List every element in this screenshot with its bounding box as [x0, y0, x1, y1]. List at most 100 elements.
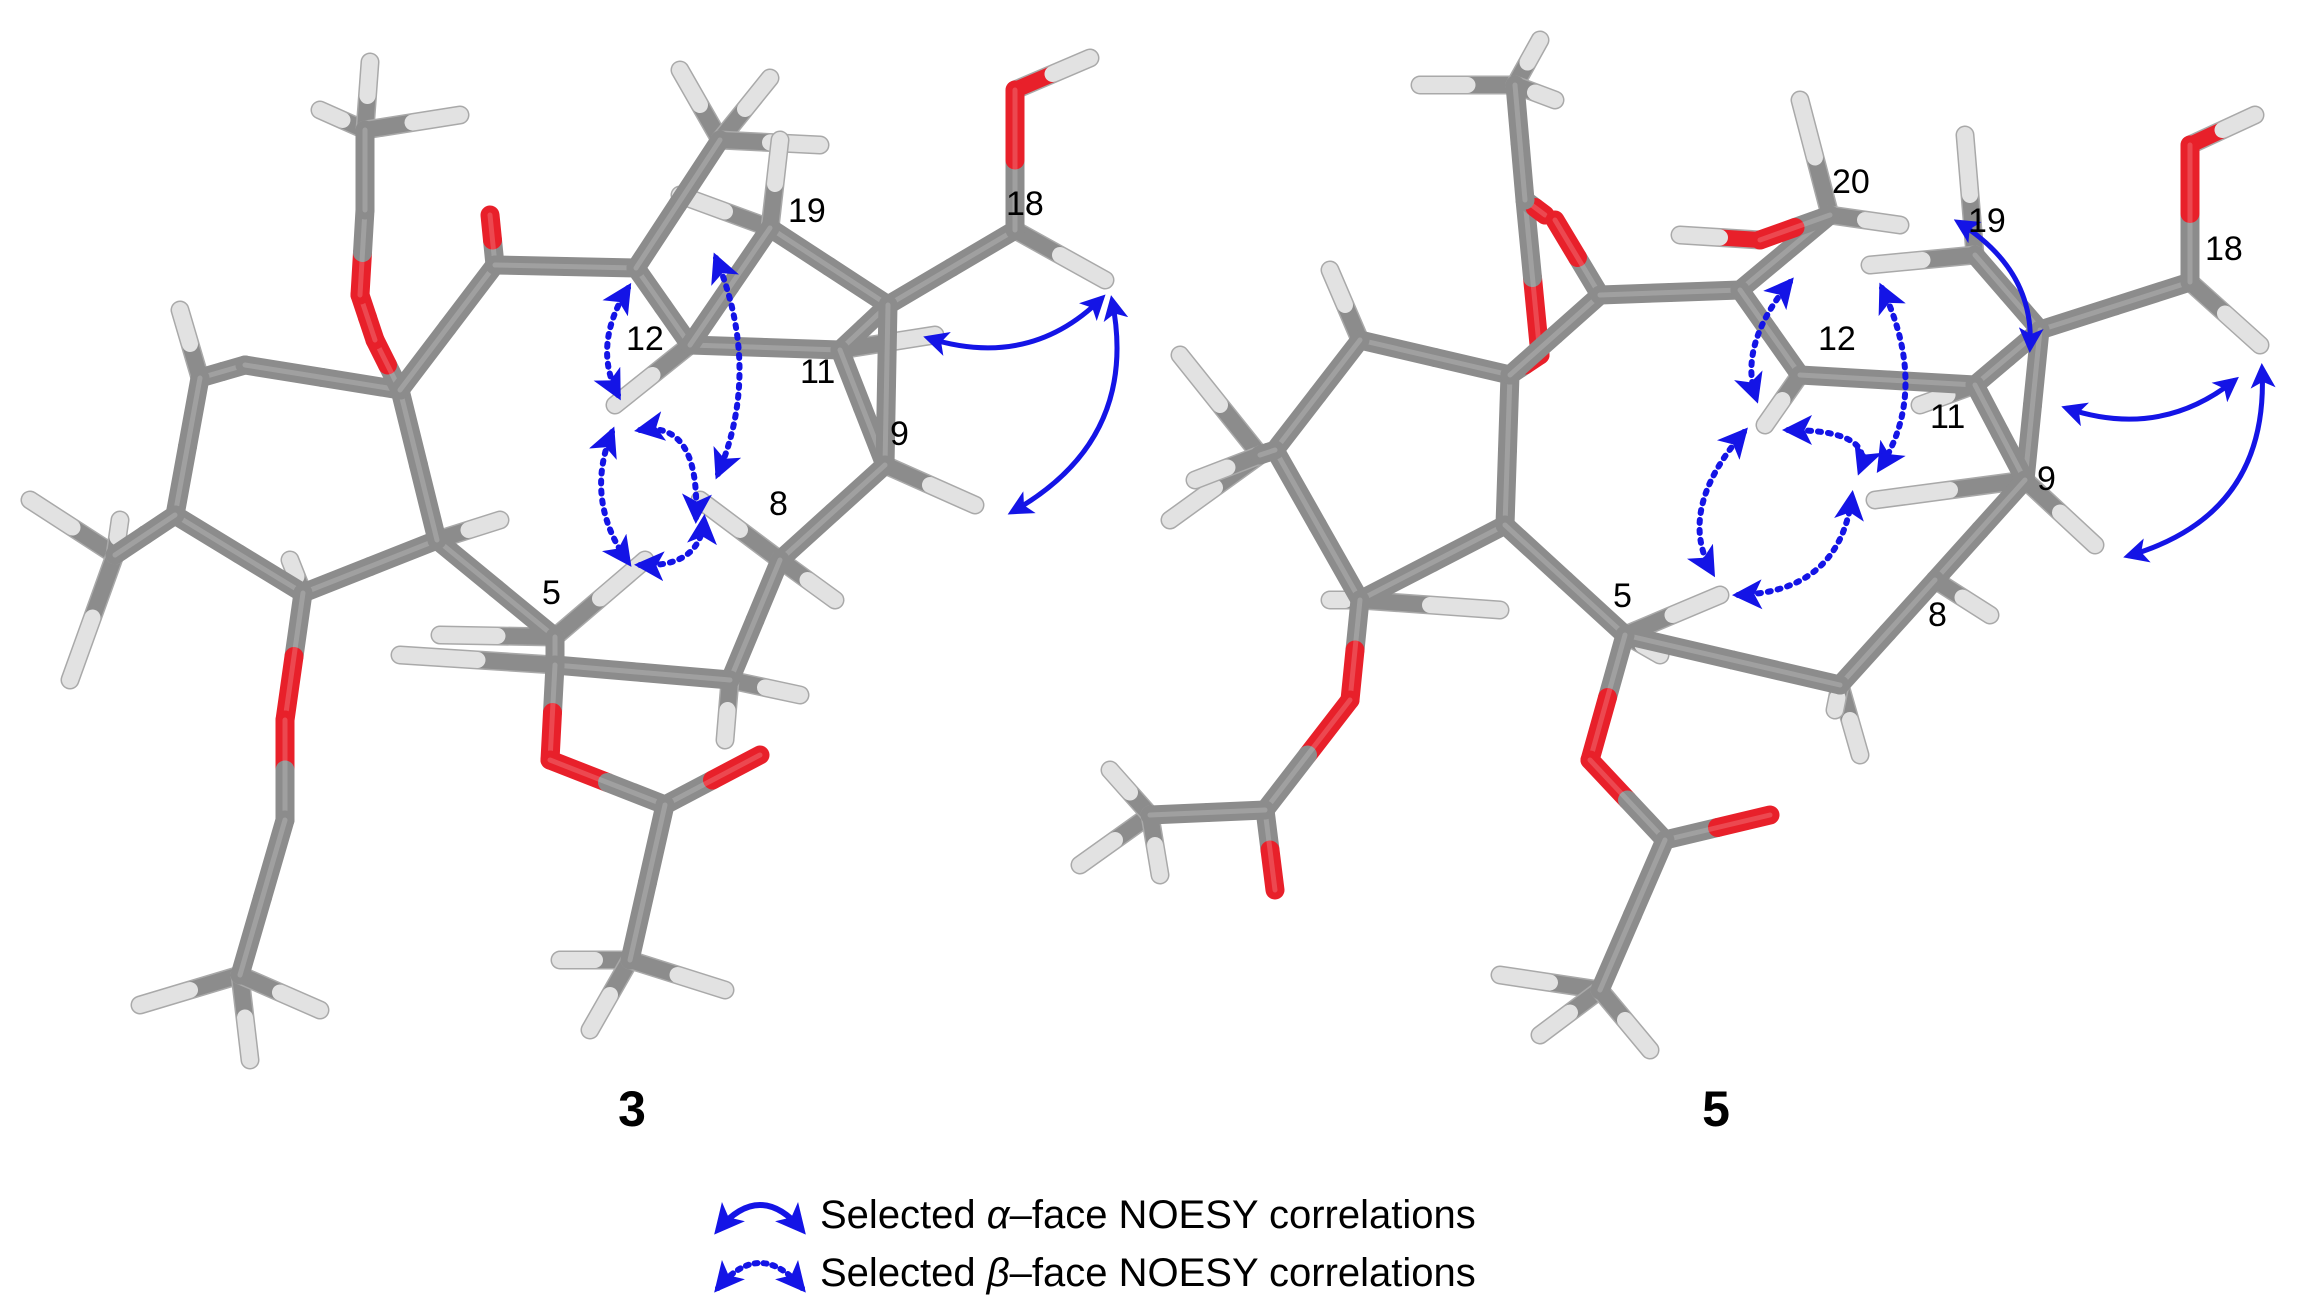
bond-half [1172, 347, 1228, 413]
atom-label: 19 [788, 192, 826, 230]
bond-half [1422, 597, 1508, 618]
bond-highlight [1262, 697, 1353, 813]
bond-half [2217, 305, 2268, 353]
molecule-5-atom-labels: 20 19 18 12 11 9 8 5 [1613, 163, 2243, 634]
bond-half [1842, 712, 1868, 763]
bond-half [1532, 1004, 1578, 1043]
bond-half [1500, 325, 1565, 385]
bond-half [1580, 688, 1617, 770]
legend-beta-text: Selected β–face NOESY correlations [820, 1251, 1476, 1295]
beta-noesy-arrow [711, 252, 743, 480]
bond-half [359, 54, 378, 104]
bond-half [626, 194, 688, 278]
atom-label: 5 [542, 574, 561, 612]
bond-half [1265, 385, 1327, 460]
bond-half [235, 355, 332, 387]
bond-half [1723, 650, 1850, 695]
compound-label-3: 3 [618, 1081, 646, 1137]
compound-label-5: 5 [1702, 1081, 1730, 1137]
bond-half [1350, 330, 1445, 367]
bond-half [404, 107, 468, 131]
bond-half [669, 967, 733, 998]
bond-half [1423, 515, 1515, 572]
atom-label: 18 [1006, 185, 1044, 223]
beta-noesy-arrow-icon [714, 1259, 806, 1293]
bond-half [1308, 515, 1370, 610]
beta-noesy-arrow [1686, 427, 1748, 578]
atom-label: 18 [2205, 230, 2243, 268]
bond-highlight [1837, 577, 1938, 688]
bond-half [757, 679, 808, 703]
bond-half [392, 647, 486, 668]
atom-label: 8 [1928, 596, 1947, 634]
bond-half [272, 984, 328, 1018]
bond-half [598, 773, 675, 815]
bond-half [755, 338, 850, 360]
beta-noesy-arrow [588, 426, 632, 567]
bond-highlight [1507, 292, 1603, 378]
bond-half [1102, 762, 1138, 801]
bond-highlight [1502, 522, 1628, 638]
bond-half [1519, 32, 1548, 71]
bond-half [390, 380, 428, 475]
bond-highlight [2037, 279, 2193, 333]
atom-label: 11 [800, 353, 835, 391]
bond-highlight [434, 537, 558, 640]
bond-half [1212, 397, 1268, 463]
bond-half [1162, 479, 1223, 528]
bond-half [878, 258, 961, 315]
bond-half [2214, 107, 2263, 138]
bond-half [1708, 805, 1780, 837]
bond-half [1044, 50, 1098, 82]
bond-half [620, 873, 657, 970]
bond-highlight [1147, 807, 1268, 818]
atom-label: 9 [890, 415, 909, 453]
bond-half [547, 590, 608, 645]
bond-highlight [242, 362, 403, 393]
bond-highlight [627, 802, 668, 963]
legend-alpha-prefix: Selected [820, 1193, 987, 1237]
bond-half [1827, 689, 1846, 718]
bond-highlight [547, 662, 558, 763]
bond-half [1298, 690, 1360, 765]
bond-highlight [300, 537, 440, 596]
bond-half [1555, 570, 1635, 645]
bond-half [432, 627, 506, 644]
atom-label: 11 [1930, 398, 1965, 436]
bond-half [1350, 553, 1442, 610]
molecule-5-noesy-arrows [1686, 219, 2276, 610]
bond-half [1672, 227, 1728, 246]
bond-highlight [1757, 212, 1833, 243]
alpha-noesy-arrow [923, 294, 1106, 356]
bond-half [460, 512, 508, 538]
bond-half [819, 257, 898, 315]
bond-half [1492, 967, 1558, 991]
bond-half [1525, 198, 1555, 225]
bond-half [703, 745, 770, 790]
bond-half [1623, 830, 1675, 925]
legend: Selected α–face NOESY correlations Selec… [714, 1193, 1476, 1295]
bond-highlight [633, 137, 723, 271]
legend-beta-greek: β [986, 1251, 1010, 1295]
bond-half [770, 503, 842, 570]
bond-half [1527, 84, 1563, 108]
bond-half [1545, 210, 1587, 267]
bond-half [165, 505, 249, 564]
bond-half [1425, 348, 1520, 385]
bond-half [1052, 247, 1113, 288]
bond-half [1925, 520, 1990, 590]
bond-highlight [172, 512, 306, 596]
legend-alpha-suffix: –face NOESY correlations [1010, 1193, 1476, 1237]
bond-highlight [1262, 807, 1278, 893]
bond-half [1867, 482, 1958, 508]
bond-highlight [397, 262, 498, 393]
bond-half [1495, 440, 1517, 535]
bond-half [1147, 837, 1168, 883]
bond-highlight [1587, 757, 1668, 843]
bond-half [2052, 504, 2103, 553]
bond-half [1954, 589, 1998, 623]
bond-highlight [552, 662, 733, 683]
bond-highlight [1972, 382, 2028, 483]
bond-half [668, 130, 730, 214]
